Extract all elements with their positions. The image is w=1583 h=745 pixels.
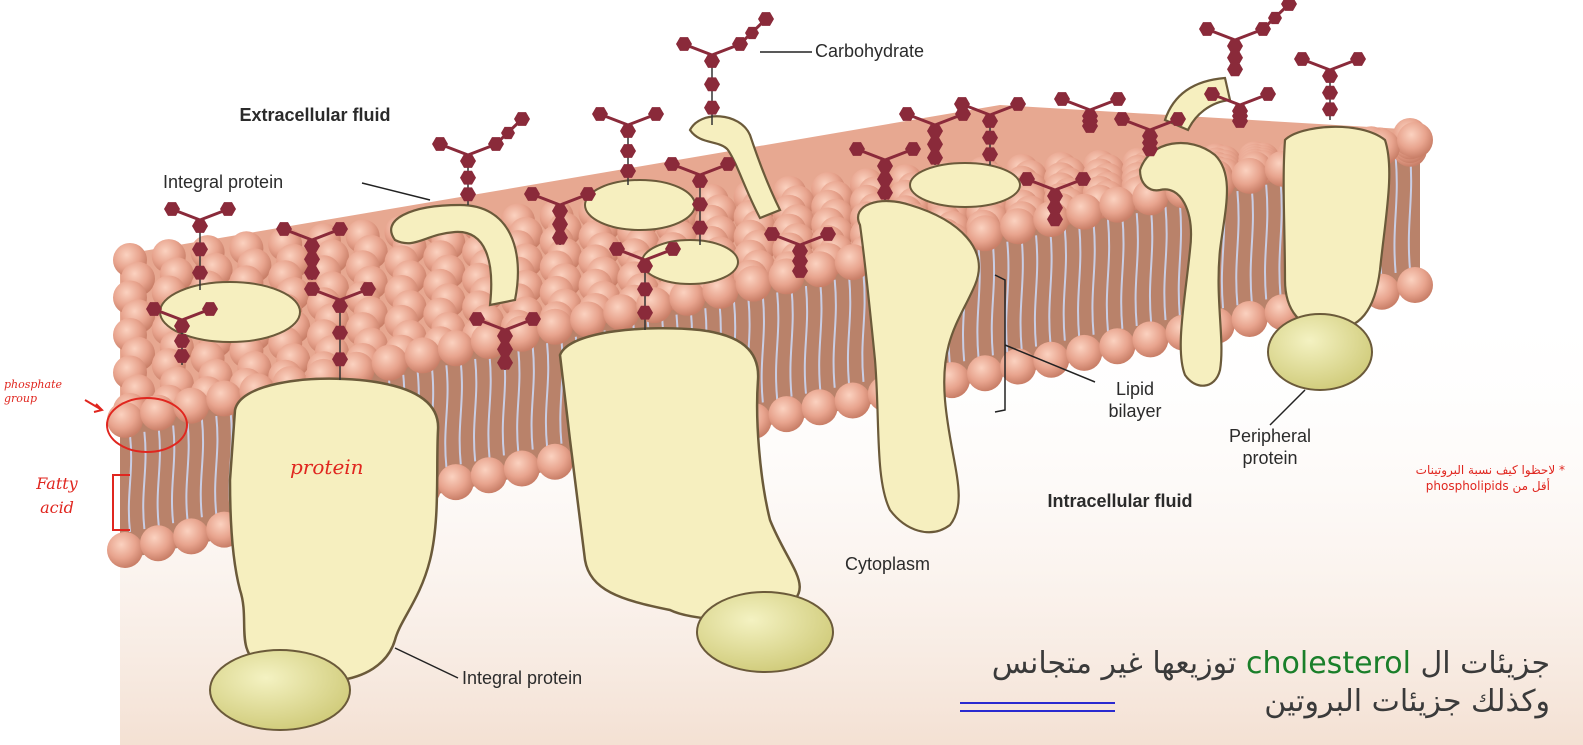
phospholipid-head xyxy=(603,294,639,330)
phospholipid-head xyxy=(802,389,838,425)
phospholipid-head xyxy=(504,451,540,487)
label-cytoplasm: Cytoplasm xyxy=(845,553,930,575)
label-integral-protein-top: Integral protein xyxy=(163,171,283,193)
arabic-note-line2: وكذلك جزيئات البروتين xyxy=(900,683,1550,721)
carbohydrate-chain xyxy=(1199,0,1297,76)
phospholipid-head xyxy=(537,444,573,480)
phospholipid-head xyxy=(967,355,1003,391)
annotation-phosphate-group: phosphate group xyxy=(4,378,74,406)
phospholipid-head xyxy=(1232,301,1268,337)
arabic-note: جزيئات ال cholesterol توزيعها غير متجانس… xyxy=(900,645,1550,721)
carbohydrate-chain xyxy=(676,12,774,125)
arabic-note-line1: جزيئات ال cholesterol توزيعها غير متجانس xyxy=(900,645,1550,683)
red-note-line1: * لاحظوا كيف نسبة البروتينات xyxy=(1315,462,1565,478)
embedded-protein xyxy=(910,163,1020,207)
phospholipid-head xyxy=(1397,267,1433,303)
embedded-protein xyxy=(642,240,738,284)
annotation-fatty-acid: Fatty acid xyxy=(22,472,92,520)
phospholipid-head xyxy=(1232,158,1268,194)
embedded-protein xyxy=(160,282,300,342)
phospholipid-head xyxy=(471,457,507,493)
phospholipid-head xyxy=(140,395,176,431)
phospholipid-head xyxy=(1397,122,1433,158)
cholesterol-highlight: cholesterol xyxy=(1246,646,1411,681)
annotation-protein: protein xyxy=(290,455,364,479)
phospholipid-head xyxy=(736,266,772,302)
phospholipid-head xyxy=(1066,194,1102,230)
phospholipid-head xyxy=(1033,342,1069,378)
phospholipid-head xyxy=(438,330,474,366)
phospholipid-head xyxy=(1066,335,1102,371)
phospholipid-head xyxy=(769,396,805,432)
phospholipid-head xyxy=(107,402,143,438)
phospholipid-head xyxy=(438,464,474,500)
phospholipid-head xyxy=(537,309,573,345)
phospholipid-head xyxy=(140,525,176,561)
peripheral-protein-group xyxy=(1268,127,1389,390)
phospholipid-head xyxy=(802,251,838,287)
label-carbohydrate: Carbohydrate xyxy=(815,40,924,62)
phospholipid-head xyxy=(173,518,209,554)
phospholipid-head xyxy=(835,383,871,419)
phospholipid-head xyxy=(1099,187,1135,223)
phospholipid-head xyxy=(372,345,408,381)
label-intracellular-fluid: Intracellular fluid xyxy=(1030,490,1210,512)
phospholipid-head xyxy=(107,532,143,568)
phospholipid-head xyxy=(1099,328,1135,364)
label-integral-protein-bottom: Integral protein xyxy=(462,667,582,689)
phospholipid-head xyxy=(1000,208,1036,244)
red-note: * لاحظوا كيف نسبة البروتينات أقل من phos… xyxy=(1315,462,1565,494)
phospholipid-head xyxy=(570,302,606,338)
label-lipid-bilayer: Lipid bilayer xyxy=(1100,378,1170,422)
embedded-protein xyxy=(585,180,695,230)
red-note-line2: أقل من phospholipids xyxy=(1315,478,1550,494)
carbohydrate-chain xyxy=(1294,52,1366,120)
phospholipid-head xyxy=(1132,321,1168,357)
label-extracellular-fluid: Extracellular fluid xyxy=(225,104,405,126)
phospholipid-head xyxy=(173,388,209,424)
phospholipid-head xyxy=(669,280,705,316)
phospholipid-head xyxy=(405,337,441,373)
